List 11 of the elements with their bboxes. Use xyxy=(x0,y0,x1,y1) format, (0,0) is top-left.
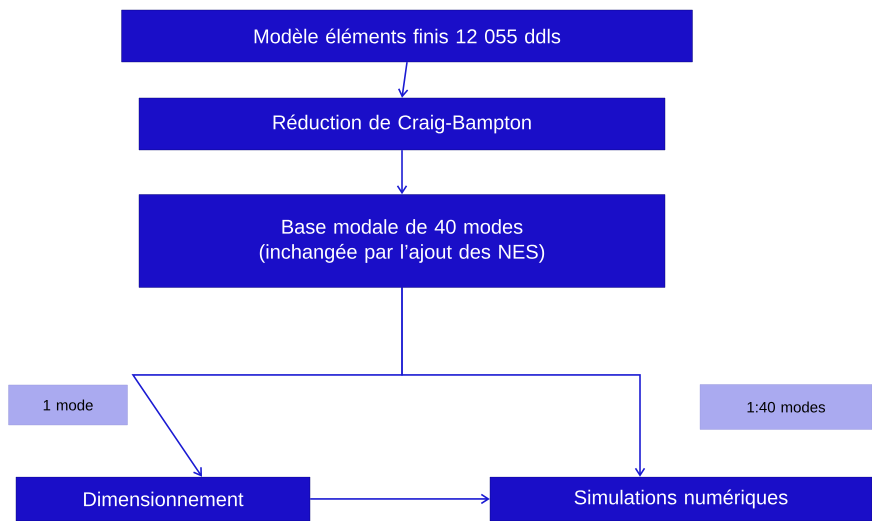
arrow xyxy=(396,150,408,194)
arrow xyxy=(401,288,646,477)
process-box: Base modale de 40 modes (inchangée par l’ajout des NES) xyxy=(138,194,666,288)
process-box: Modèle éléments finis 12 055 ddls xyxy=(121,10,693,62)
arrow xyxy=(398,62,408,98)
process-box: Réduction de Craig-Bampton xyxy=(138,98,666,150)
note-box: 1:40 modes xyxy=(700,384,872,430)
process-box: Dimensionnement xyxy=(16,476,310,521)
arrow xyxy=(310,494,490,504)
process-box: Simulations numériques xyxy=(490,476,872,521)
note-box: 1 mode xyxy=(8,384,128,426)
